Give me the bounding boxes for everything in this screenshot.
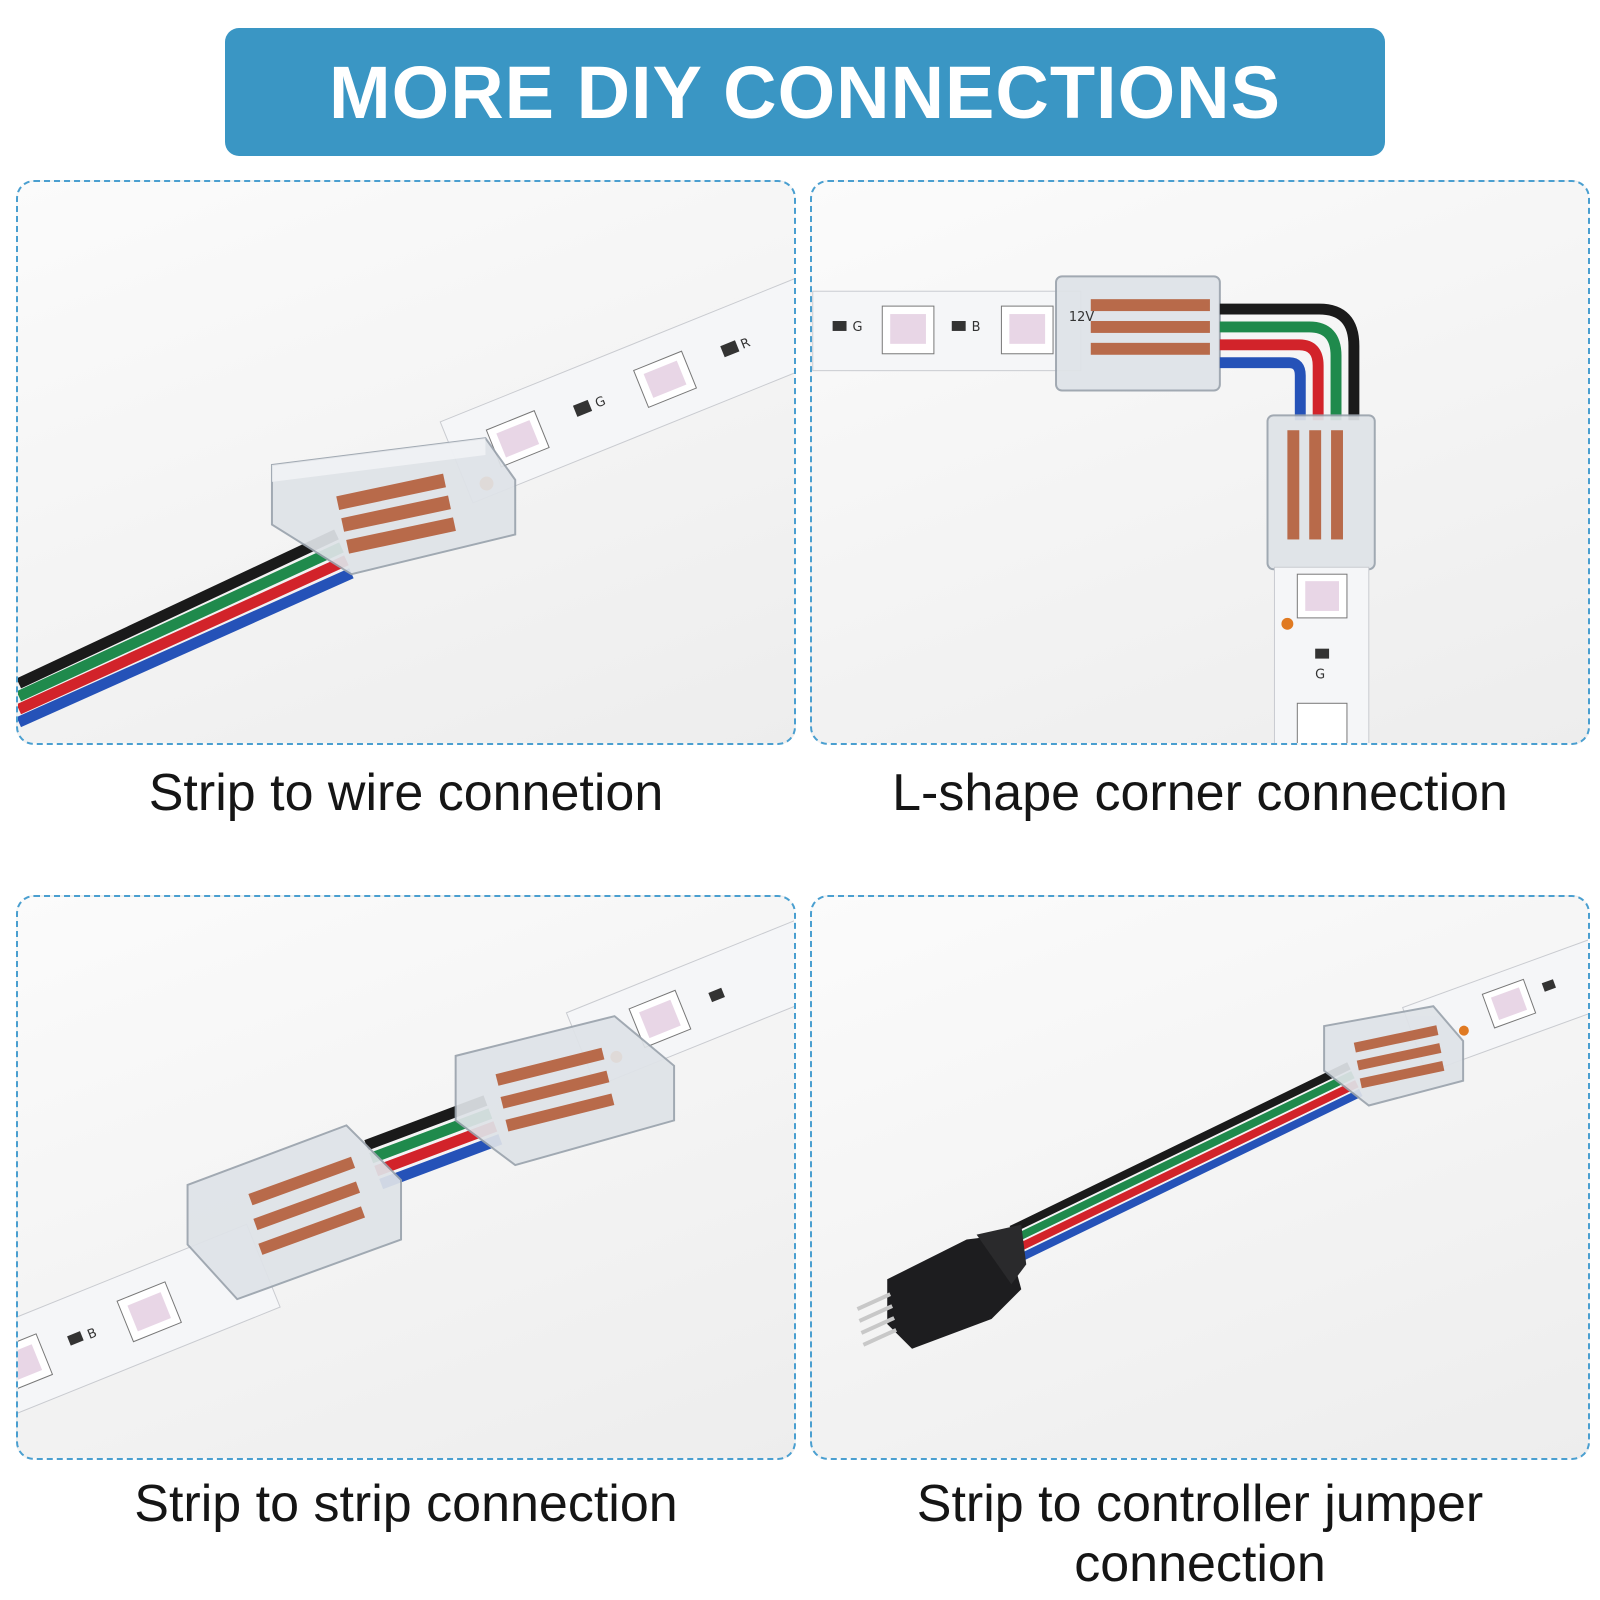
photo-strip-to-controller [810, 895, 1590, 1460]
caption-strip-to-controller: Strip to controller jumper connection [916, 1475, 1484, 1593]
header-banner: MORE DIY CONNECTIONS [225, 28, 1385, 156]
page-title: MORE DIY CONNECTIONS [329, 50, 1281, 134]
connector [270, 437, 517, 576]
svg-text:B: B [972, 320, 981, 335]
svg-text:12V: 12V [1069, 310, 1094, 325]
photo-strip-to-strip: B [16, 895, 796, 1460]
caption-strip-to-wire: Strip to wire connetion [148, 764, 664, 822]
svg-text:G: G [852, 320, 862, 335]
caption-l-shape-corner: L-shape corner connection [892, 764, 1508, 822]
photo-strip-to-wire: G R [16, 180, 796, 745]
photo-l-shape-corner: G B 12V G [810, 180, 1590, 745]
rgb-plug [856, 1224, 1027, 1349]
caption-strip-to-strip: Strip to strip connection [134, 1475, 678, 1533]
svg-text:G: G [1315, 667, 1325, 682]
